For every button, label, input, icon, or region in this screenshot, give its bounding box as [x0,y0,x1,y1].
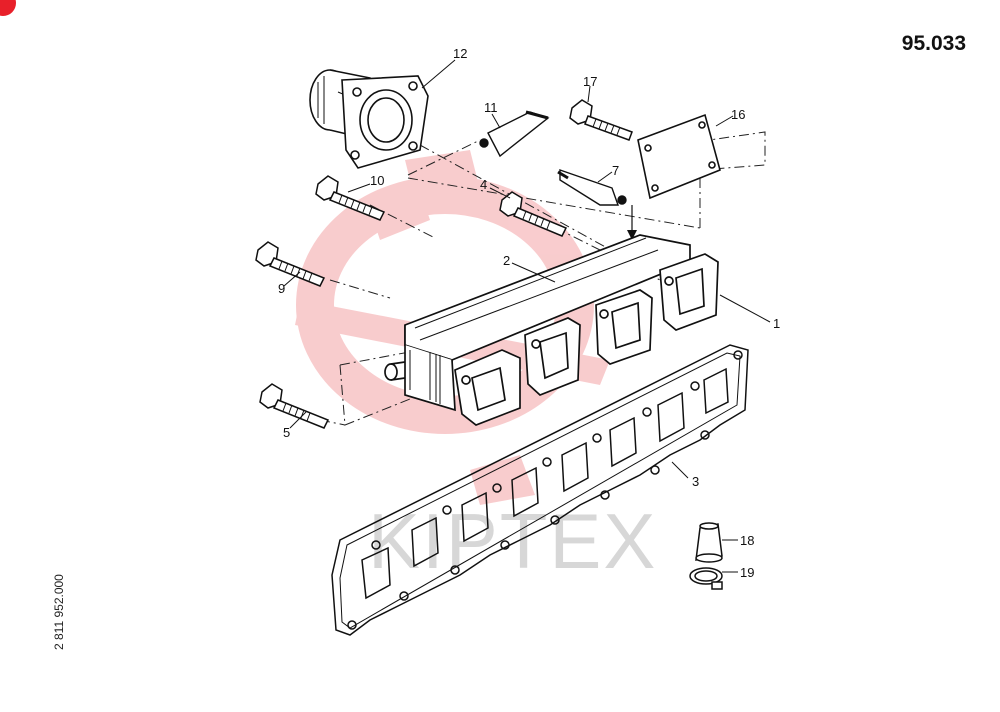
callout-12: 12 [453,46,467,61]
callout-7: 7 [612,163,619,178]
callout-17: 17 [583,74,597,89]
callout-5: 5 [283,425,290,440]
part-7-plug [557,169,627,206]
callout-9: 9 [278,281,285,296]
callout-1: 1 [773,316,780,331]
callout-18: 18 [740,533,754,548]
callout-leaders [283,59,771,573]
callout-19: 19 [740,565,754,580]
corner-badge-icon [0,0,16,16]
page-code: 95.033 [901,32,966,55]
part-19-clamp [689,567,723,590]
part-3-gasket [331,344,749,636]
part-11-plug [479,110,550,158]
part-4-bolt [499,191,568,237]
callout-3: 3 [692,474,699,489]
callout-16: 16 [731,107,745,122]
part-5-bolt [259,383,330,429]
part-17-bolt [569,99,633,141]
part-2-manifold-body [384,234,719,426]
drawing-number: 2 811 952.000 [52,574,66,650]
part-9-bolt [255,241,326,287]
callout-10: 10 [370,173,384,188]
insert-arrow-icon [627,205,637,240]
part-18-cap [695,522,723,563]
watermark-text: KIPTEX [368,497,657,585]
callout-11: 11 [484,100,498,115]
callout-2: 2 [503,253,510,268]
part-16-cover-plate [637,113,721,200]
part-10-bolt [315,175,386,221]
part-12-elbow-flange [309,69,429,169]
callout-4: 4 [480,177,487,192]
